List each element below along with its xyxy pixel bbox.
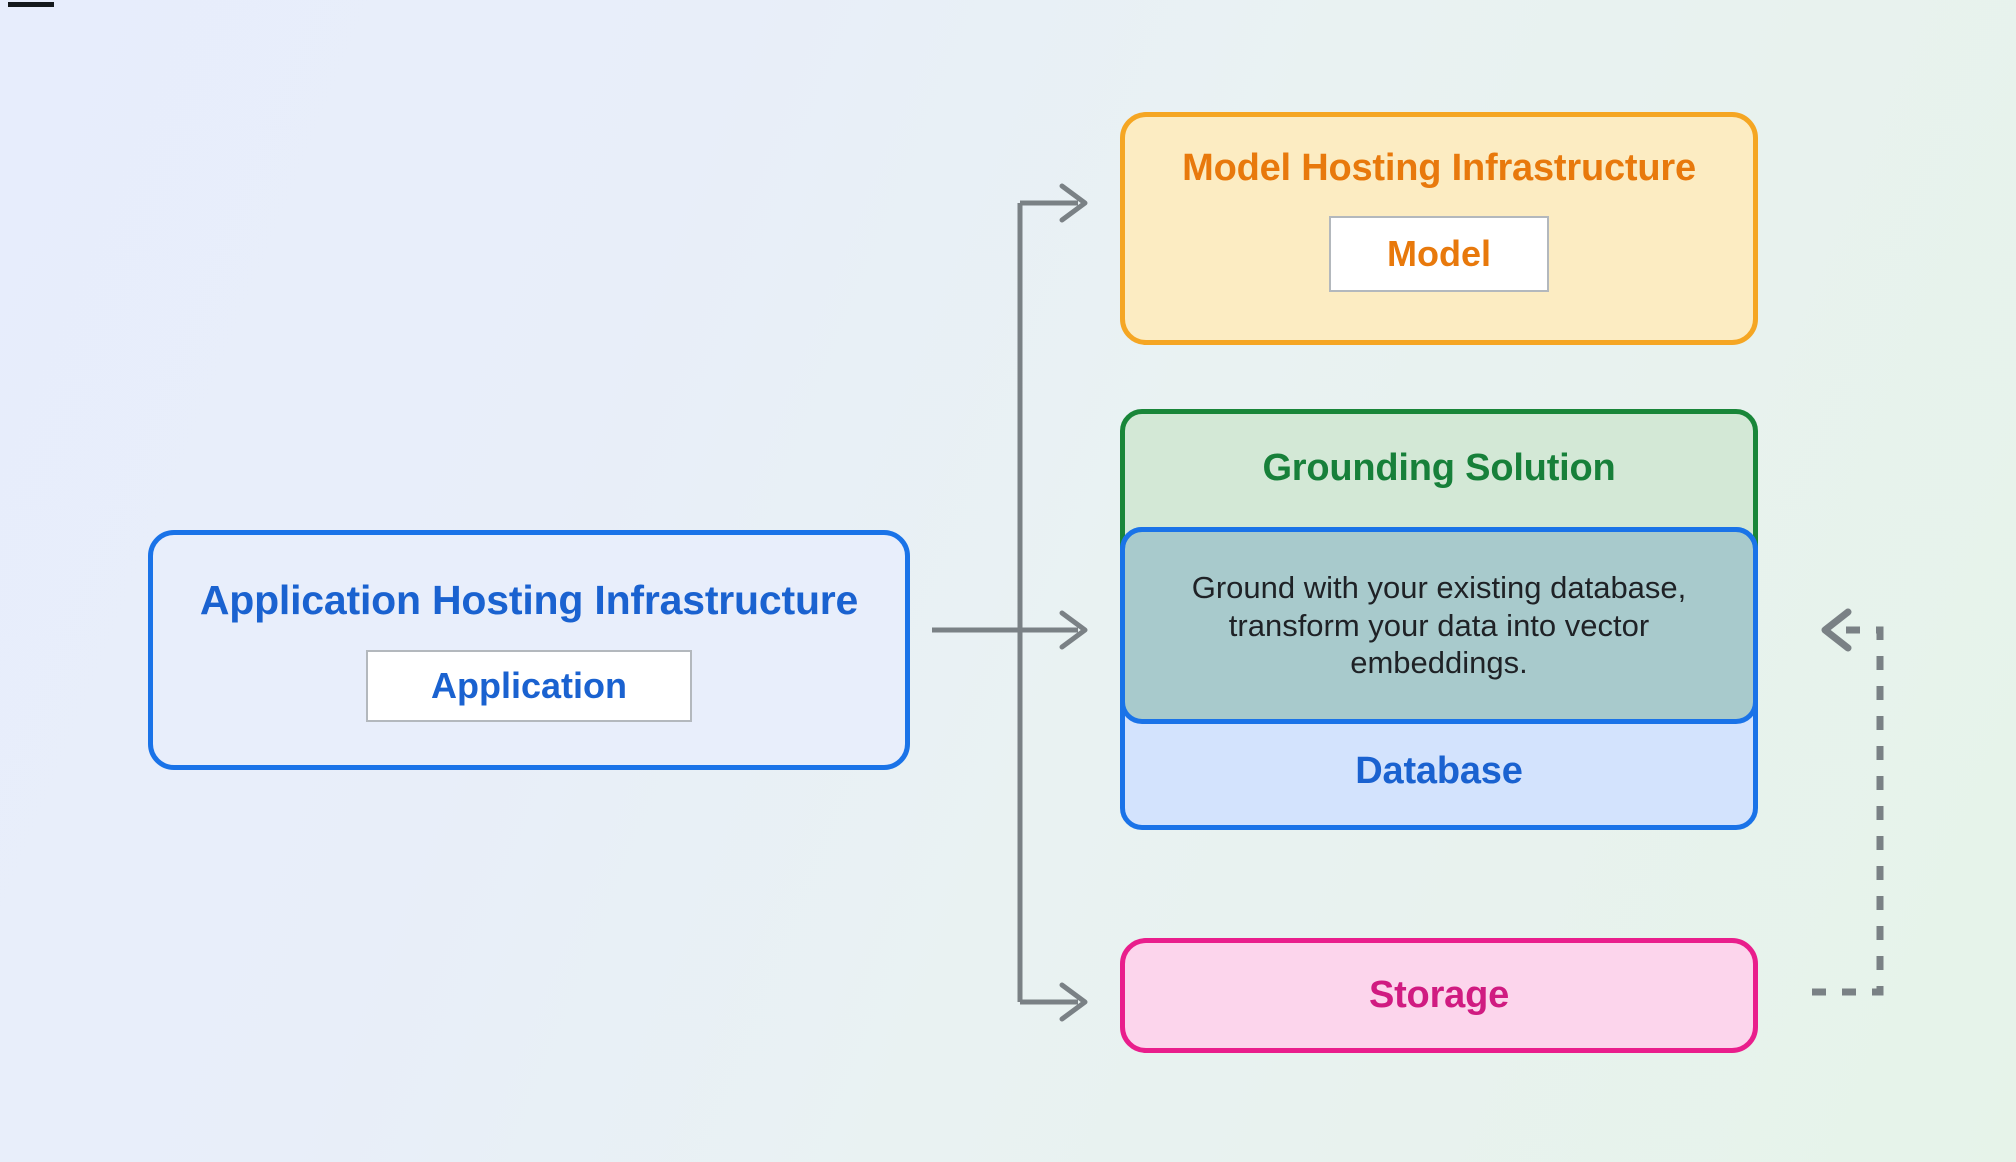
- arrowhead-app-to-storage: [1059, 982, 1088, 1022]
- grounding-solution-title: Grounding Solution: [1262, 447, 1616, 489]
- application-hosting-infrastructure-title: Application Hosting Infrastructure: [199, 577, 859, 623]
- node-application[interactable]: Application: [366, 650, 692, 722]
- grounding-description-text: Ground with your existing database, tran…: [1191, 569, 1687, 681]
- database-label: Database: [1355, 750, 1523, 792]
- arrowhead-app-to-grounding: [1059, 610, 1088, 650]
- arrowhead-app-to-model: [1059, 183, 1088, 223]
- grounding-description-panel: Ground with your existing database, tran…: [1120, 527, 1758, 724]
- node-storage[interactable]: Storage: [1120, 938, 1758, 1053]
- storage-label: Storage: [1368, 974, 1510, 1016]
- model-hosting-infrastructure-title: Model Hosting Infrastructure: [1182, 147, 1696, 189]
- node-model-hosting-infrastructure[interactable]: Model Hosting Infrastructure Model: [1120, 112, 1758, 345]
- capture-artifact: [8, 2, 54, 7]
- edge-storage-to-database: [1812, 626, 1884, 996]
- application-label: Application: [431, 665, 627, 706]
- node-application-hosting-infrastructure[interactable]: Application Hosting Infrastructure Appli…: [148, 530, 910, 770]
- model-label: Model: [1387, 233, 1491, 274]
- node-database[interactable]: Ground with your existing database, tran…: [1120, 527, 1758, 830]
- node-model[interactable]: Model: [1329, 216, 1549, 292]
- arrowhead-storage-to-database: [1821, 608, 1852, 652]
